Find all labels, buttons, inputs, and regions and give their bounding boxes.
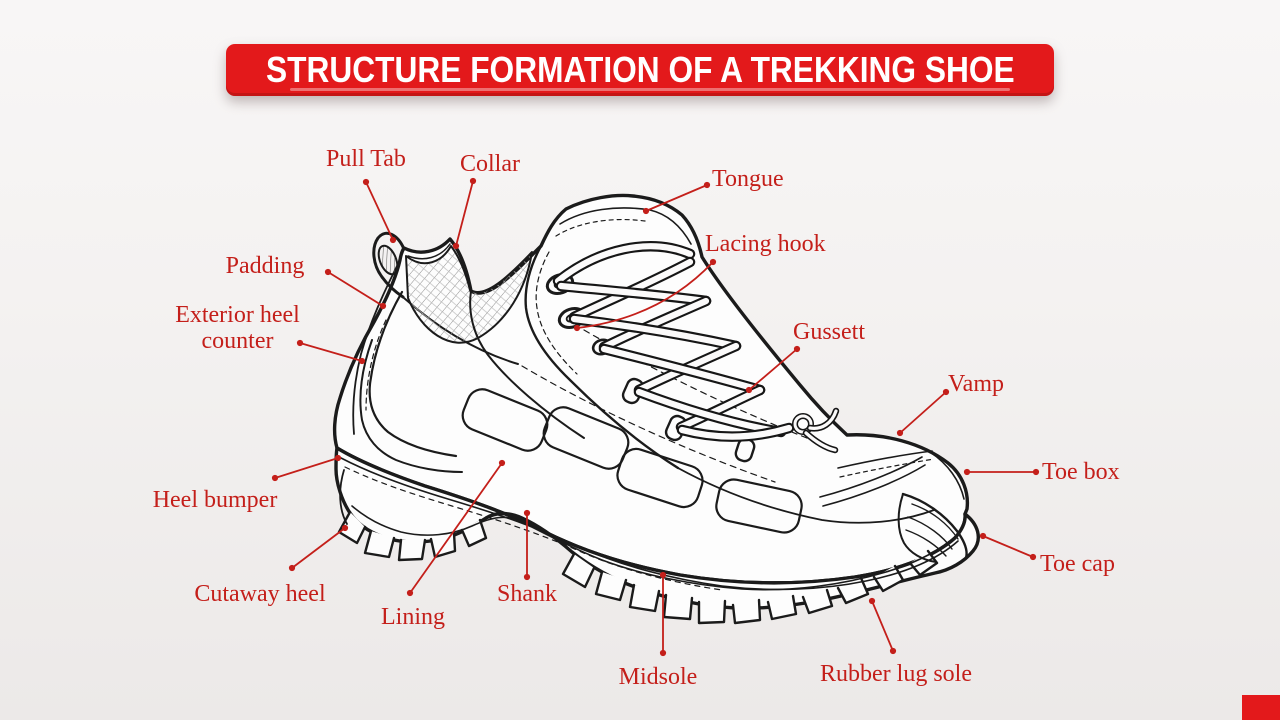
label-padding: Padding bbox=[225, 253, 305, 279]
leader-cutaway-heel bbox=[288, 524, 349, 572]
leader-heel-bumper bbox=[271, 454, 342, 482]
label-exterior-heel-counter: Exterior heel counter bbox=[175, 302, 300, 354]
label-collar: Collar bbox=[460, 151, 520, 177]
label-toe-box: Toe box bbox=[1042, 459, 1120, 485]
leader-exterior-heel-counter bbox=[296, 339, 366, 365]
leader-lines bbox=[271, 177, 1040, 657]
label-cutaway-heel: Cutaway heel bbox=[194, 581, 326, 607]
leader-vamp bbox=[896, 388, 950, 437]
leader-lacing-hook bbox=[573, 258, 717, 332]
label-heel-bumper: Heel bumper bbox=[152, 487, 278, 513]
leader-rubber-lug-sole bbox=[868, 597, 897, 655]
banner-shine bbox=[290, 88, 1010, 91]
label-tongue: Tongue bbox=[712, 166, 784, 192]
label-gussett: Gussett bbox=[793, 319, 865, 345]
leader-lining bbox=[406, 459, 506, 597]
label-toe-cap: Toe cap bbox=[1040, 551, 1115, 577]
toe-cap-shape bbox=[901, 492, 968, 560]
leader-padding bbox=[324, 268, 387, 310]
leader-collar bbox=[452, 177, 477, 250]
page-title: STRUCTURE FORMATION OF A TREKKING SHOE bbox=[265, 49, 1015, 90]
label-lacing-hook: Lacing hook bbox=[705, 231, 826, 257]
side-panels bbox=[461, 388, 803, 534]
label-shank: Shank bbox=[497, 581, 557, 607]
title-banner: STRUCTURE FORMATION OF A TREKKING SHOE bbox=[226, 44, 1054, 96]
label-pull-tab: Pull Tab bbox=[326, 146, 406, 172]
leader-pull-tab bbox=[362, 178, 397, 244]
corner-accent bbox=[1242, 695, 1280, 720]
panel-seams bbox=[469, 244, 935, 524]
collar-padding-hatch bbox=[405, 243, 533, 344]
label-lining: Lining bbox=[381, 604, 445, 630]
label-vamp: Vamp bbox=[948, 371, 1004, 397]
leader-toe-cap bbox=[979, 532, 1037, 561]
vamp-toe-details bbox=[819, 450, 968, 563]
label-midsole: Midsole bbox=[618, 664, 698, 690]
leader-gussett bbox=[745, 345, 801, 394]
label-rubber-lug-sole: Rubber lug sole bbox=[820, 661, 972, 687]
leader-tongue bbox=[642, 181, 711, 215]
